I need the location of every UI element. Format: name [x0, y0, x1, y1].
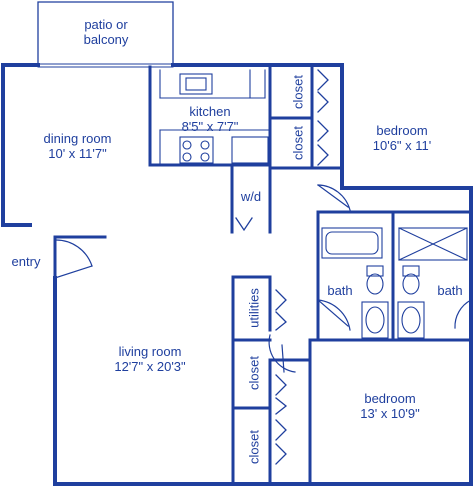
closet-1-label: closet — [290, 75, 306, 109]
entry-name: entry — [11, 254, 41, 269]
kitchen-dim: 8'5" x 7'7" — [181, 119, 239, 134]
bath-1-label: bath — [322, 283, 358, 298]
bedroom-2-name: bedroom — [364, 391, 416, 406]
exterior-walls — [1, 63, 473, 486]
bedroom-1-dim: 10'6" x 11' — [372, 138, 432, 153]
bath-2-name: bath — [437, 283, 463, 298]
closet-3-label: closet — [246, 356, 262, 390]
living-room-label: living room 12'7" x 20'3" — [95, 344, 205, 374]
interior-walls — [53, 65, 473, 486]
bedroom-1-label: bedroom 10'6" x 11' — [352, 123, 452, 153]
bifold-doors — [235, 69, 329, 465]
bedroom-2-dim: 13' x 10'9" — [360, 406, 420, 421]
utilities-label: utilities — [246, 288, 262, 328]
dining-room-label: dining room 10' x 11'7" — [20, 131, 135, 161]
wd-label: w/d — [236, 189, 266, 204]
living-room-dim: 12'7" x 20'3" — [114, 359, 186, 374]
entry-label: entry — [4, 254, 48, 269]
bedroom-1-name: bedroom — [376, 123, 428, 138]
living-room-name: living room — [118, 344, 182, 359]
dining-room-dim: 10' x 11'7" — [48, 146, 107, 161]
patio-label: patio or balcony — [60, 17, 152, 47]
kitchen-label: kitchen 8'5" x 7'7" — [165, 104, 255, 134]
closet-4-label: closet — [246, 430, 262, 464]
bath-fixtures — [321, 227, 468, 339]
patio-name-2: balcony — [83, 32, 129, 47]
door-swings — [54, 184, 472, 373]
bath-1-name: bath — [327, 283, 353, 298]
bedroom-2-label: bedroom 13' x 10'9" — [335, 391, 445, 421]
wd-name: w/d — [240, 189, 262, 204]
closet-2-label: closet — [290, 126, 306, 160]
kitchen-fixtures — [159, 69, 269, 166]
bath-2-label: bath — [432, 283, 468, 298]
kitchen-name: kitchen — [189, 104, 231, 119]
dining-room-name: dining room — [43, 131, 112, 146]
patio-name: patio or — [84, 17, 128, 32]
